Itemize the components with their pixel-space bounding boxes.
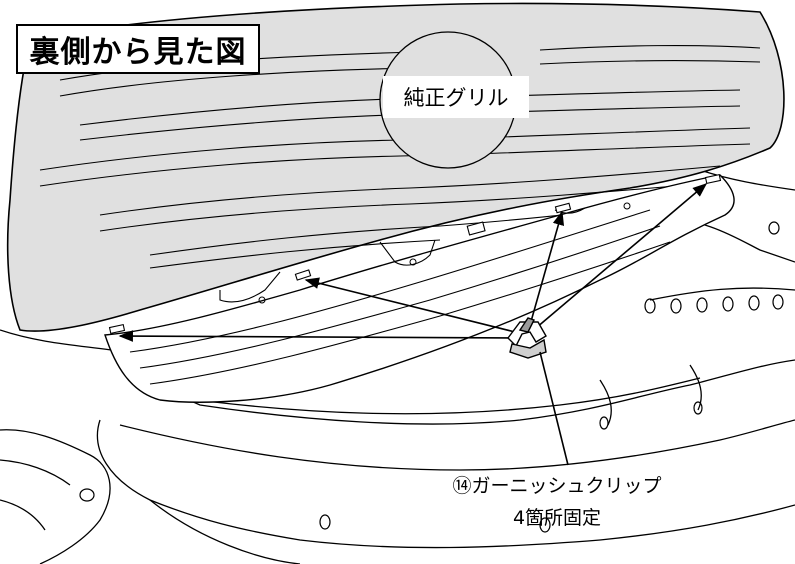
grille-shape — [6, 2, 785, 332]
clip-label-line1: ⑭ガーニッシュクリップ — [452, 475, 662, 497]
arrow-to-center-right-point — [529, 210, 565, 326]
bumper-holes — [79, 221, 784, 533]
leader-line — [539, 351, 569, 466]
arrow-to-center-left-point — [304, 277, 516, 333]
clip-label-line2: 4箇所固定 — [512, 507, 602, 529]
view-title: 裏側から見た図 — [16, 24, 260, 74]
garnish-panel — [104, 173, 735, 403]
garnish-clip-icon — [507, 317, 547, 359]
clip-label: ⑭ガーニッシュクリップ 4箇所固定 — [432, 470, 682, 534]
arrows — [118, 183, 708, 342]
bumper-body-outline — [0, 169, 795, 564]
arrow-to-left-point — [118, 330, 513, 342]
arrow-to-right-point — [535, 183, 708, 329]
grille-label: 純正グリル — [383, 76, 529, 118]
